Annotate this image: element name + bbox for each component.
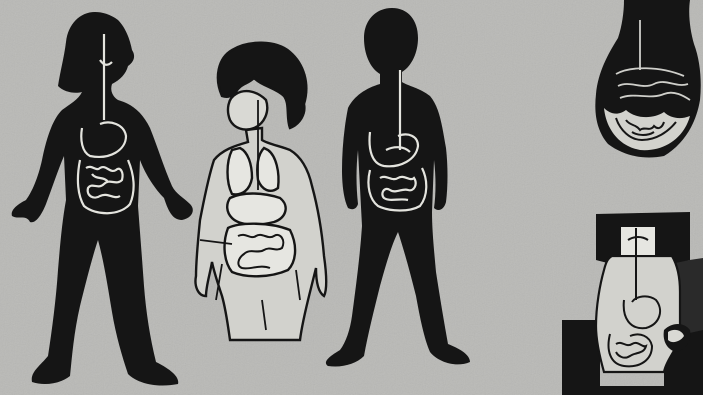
torso-cutaway-body [596, 256, 680, 372]
outline-child-lungs [228, 148, 253, 194]
torso-cutaway-neck [620, 226, 656, 256]
outline-child-liver [227, 194, 285, 225]
outline-child-face [228, 91, 267, 129]
outline-child-intestines [225, 224, 296, 277]
